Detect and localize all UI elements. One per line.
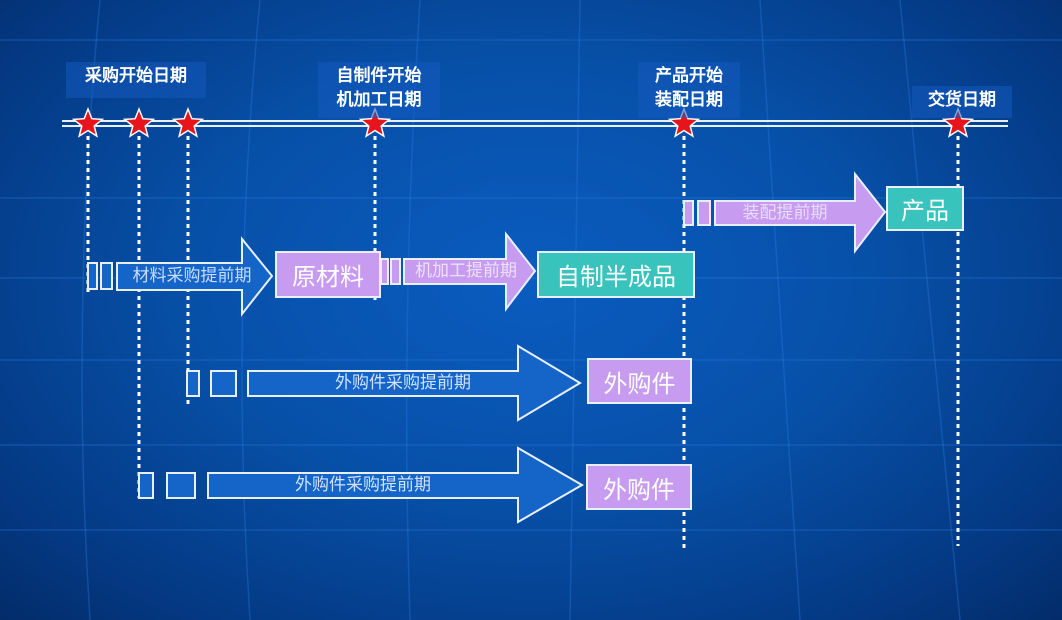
lead-block <box>380 258 389 285</box>
machining-lead-arrow <box>403 231 537 312</box>
machining-lead-text: 机加工提前期 <box>415 261 517 281</box>
label-line: 装配日期 <box>655 90 723 110</box>
material-lead-arrow <box>116 236 274 317</box>
label-line: 自制件开始 <box>336 66 422 86</box>
assembly-lead-text: 装配提前期 <box>742 203 828 223</box>
lead-block <box>138 472 154 499</box>
star-icon <box>171 106 205 138</box>
lead-block <box>697 200 711 226</box>
star-icon <box>358 106 392 138</box>
material-lead-text: 材料采购提前期 <box>132 266 252 286</box>
flow-shapes <box>87 171 887 524</box>
lead-block <box>87 262 98 290</box>
purchase-lead-arrow <box>207 446 584 524</box>
timeline-axis <box>62 120 1008 127</box>
lead-block <box>390 258 401 285</box>
milestone-label-delivery: 交货日期 <box>912 86 1012 118</box>
purchase-lead-arrow <box>247 344 582 422</box>
milestone-stars <box>71 106 975 138</box>
star-icon <box>71 106 105 138</box>
star-icon <box>941 106 975 138</box>
lead-block <box>166 472 196 499</box>
assembly-lead-arrow <box>714 171 887 254</box>
lead-block <box>100 262 113 290</box>
raw-material-box: 原材料 <box>275 251 381 298</box>
purchased-part-box: 外购件 <box>586 464 692 510</box>
lead-block <box>210 370 237 397</box>
purchase-lead-text: 外购件采购提前期 <box>295 475 431 495</box>
semi-finished-box: 自制半成品 <box>537 251 695 298</box>
milestone-label-assembly-start: 产品开始 装配日期 <box>638 62 740 118</box>
star-icon <box>667 106 701 138</box>
milestone-label-purchase-start: 采购开始日期 <box>66 62 206 98</box>
lead-block <box>186 370 200 397</box>
lead-block <box>683 200 694 226</box>
star-icon <box>122 106 156 138</box>
label-line: 机加工日期 <box>336 90 422 110</box>
purchase-lead-text: 外购件采购提前期 <box>335 373 471 393</box>
label-line: 产品开始 <box>655 66 723 86</box>
purchased-part-box: 外购件 <box>587 358 692 404</box>
product-box: 产品 <box>886 186 964 231</box>
milestone-label-machining-start: 自制件开始 机加工日期 <box>318 62 440 118</box>
